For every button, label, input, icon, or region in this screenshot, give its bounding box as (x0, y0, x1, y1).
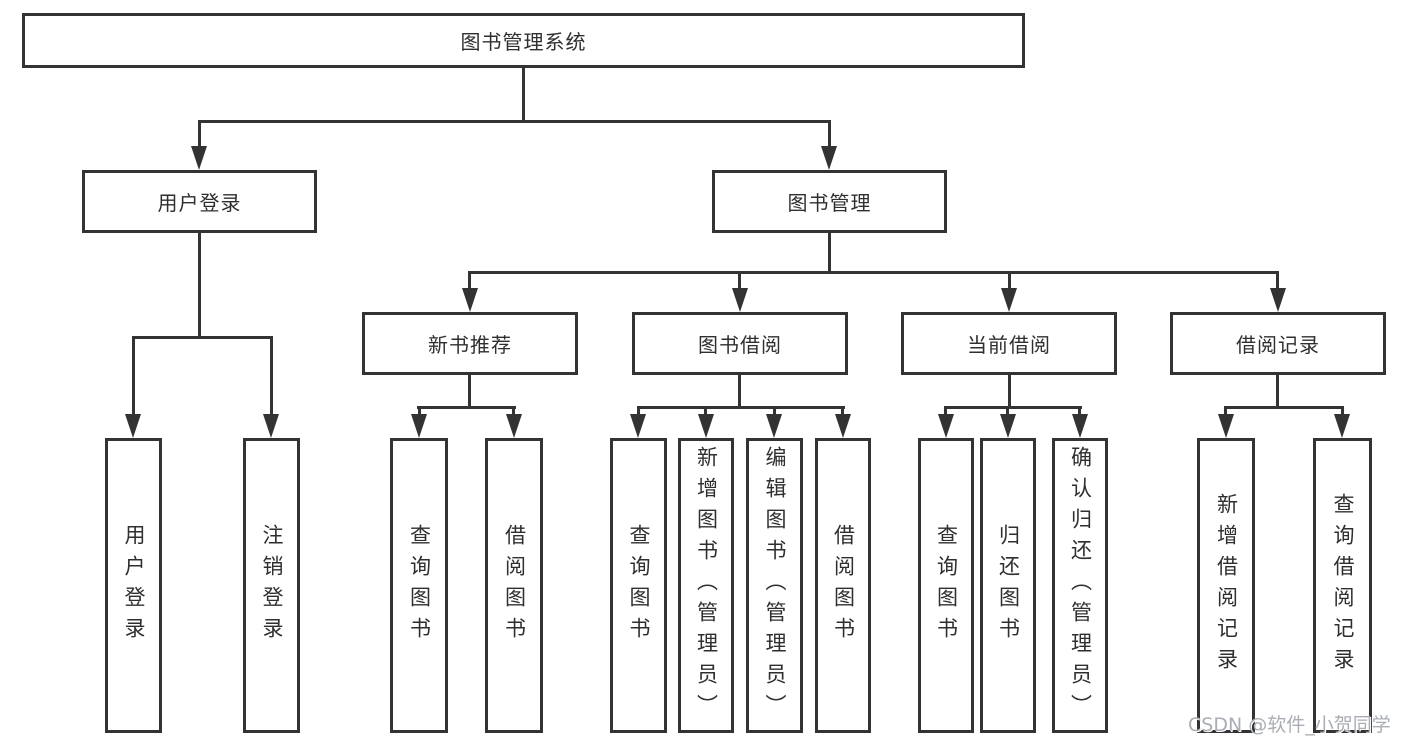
arrow-down-icon (506, 414, 522, 438)
connector-line (944, 406, 947, 418)
connector-line (270, 336, 273, 416)
leaf-return-books: 归还图书 (980, 438, 1036, 733)
leaf-add-borrow-record: 新增借阅记录 (1197, 438, 1255, 733)
arrow-down-icon (1000, 414, 1016, 438)
arrow-down-icon (821, 146, 837, 170)
arrow-down-icon (1270, 288, 1286, 312)
connector-line (132, 336, 273, 339)
node-borrow-records: 借阅记录 (1170, 312, 1386, 375)
leaf-add-books-admin: 新增图书（管理员） (678, 438, 734, 733)
connector-line (1341, 406, 1344, 418)
connector-line (1008, 271, 1011, 292)
arrow-down-icon (125, 414, 141, 438)
node-label: 图书管理 (787, 191, 872, 215)
connector-line (773, 406, 776, 418)
node-label: 确认归还（管理员） (1068, 446, 1093, 725)
connector-line (418, 406, 421, 418)
connector-line (704, 406, 707, 418)
arrow-down-icon (1334, 414, 1350, 438)
node-label: 查询图书 (934, 523, 959, 648)
connector-line (1078, 406, 1081, 418)
connector-line (132, 336, 135, 416)
node-label: 用户登录 (122, 523, 146, 648)
leaf-borrow-books: 借阅图书 (815, 438, 871, 733)
node-label: 查询借阅记录 (1331, 492, 1355, 679)
node-label: 编辑图书（管理员） (763, 446, 787, 725)
arrow-down-icon (630, 414, 646, 438)
node-user-login: 用户登录 (82, 170, 317, 233)
arrow-down-icon (1072, 414, 1088, 438)
leaf-query-books-current: 查询图书 (918, 438, 974, 733)
connector-line (1276, 375, 1279, 409)
node-label: 借阅记录 (1236, 333, 1320, 357)
connector-line (1276, 271, 1279, 292)
arrow-down-icon (938, 414, 954, 438)
connector-line (468, 271, 471, 292)
node-label: 新增图书（管理员） (694, 446, 719, 725)
leaf-query-books-borrow: 查询图书 (610, 438, 667, 733)
connector-line (637, 406, 640, 418)
node-label: 借阅图书 (502, 523, 527, 648)
connector-line (417, 406, 516, 409)
connector-line (512, 406, 515, 418)
node-label: 图书管理系统 (460, 30, 587, 54)
arrow-down-icon (263, 414, 279, 438)
connector-line (841, 406, 844, 418)
connector-line (198, 233, 201, 339)
leaf-edit-books-admin: 编辑图书（管理员） (746, 438, 803, 733)
arrow-down-icon (1218, 414, 1234, 438)
arrow-down-icon (766, 414, 782, 438)
arrow-down-icon (732, 288, 748, 312)
arrow-down-icon (1001, 288, 1017, 312)
connector-line (522, 68, 525, 120)
connector-line (469, 271, 1279, 274)
arrow-down-icon (411, 414, 427, 438)
node-label: 当前借阅 (967, 333, 1051, 357)
connector-line (738, 375, 741, 409)
connector-line (738, 271, 741, 292)
connector-line (828, 120, 831, 150)
arrow-down-icon (191, 146, 207, 170)
leaf-borrow-books-recommend: 借阅图书 (485, 438, 543, 733)
connector-line (944, 406, 1082, 409)
leaf-logout: 注销登录 (243, 438, 300, 733)
node-label: 查询图书 (407, 523, 432, 648)
leaf-query-borrow-record: 查询借阅记录 (1313, 438, 1372, 733)
connector-line (637, 406, 845, 409)
node-label: 注销登录 (260, 523, 284, 648)
connector-line (1224, 406, 1227, 418)
connector-line (468, 375, 471, 409)
arrow-down-icon (835, 414, 851, 438)
node-new-book-recommend: 新书推荐 (362, 312, 578, 375)
arrow-down-icon (698, 414, 714, 438)
csdn-watermark: CSDN @软件_小贺同学 (1188, 714, 1391, 736)
node-book-management: 图书管理 (712, 170, 947, 233)
connector-line (1006, 406, 1009, 418)
connector-line (1224, 406, 1344, 409)
leaf-confirm-return-admin: 确认归还（管理员） (1052, 438, 1108, 733)
connector-line (828, 233, 831, 274)
node-label: 用户登录 (157, 191, 242, 215)
connector-line (198, 120, 831, 123)
node-label: 查询图书 (627, 523, 651, 648)
leaf-query-books-recommend: 查询图书 (390, 438, 448, 733)
node-book-borrow: 图书借阅 (632, 312, 848, 375)
node-label: 借阅图书 (831, 523, 856, 648)
arrow-down-icon (462, 288, 478, 312)
leaf-user-login: 用户登录 (105, 438, 162, 733)
node-label: 新增借阅记录 (1214, 492, 1239, 679)
connector-line (1008, 375, 1011, 409)
node-root: 图书管理系统 (22, 13, 1025, 68)
node-current-borrow: 当前借阅 (901, 312, 1117, 375)
connector-line (198, 120, 201, 150)
node-label: 新书推荐 (428, 333, 512, 357)
node-label: 归还图书 (996, 523, 1021, 648)
node-label: 图书借阅 (698, 333, 782, 357)
